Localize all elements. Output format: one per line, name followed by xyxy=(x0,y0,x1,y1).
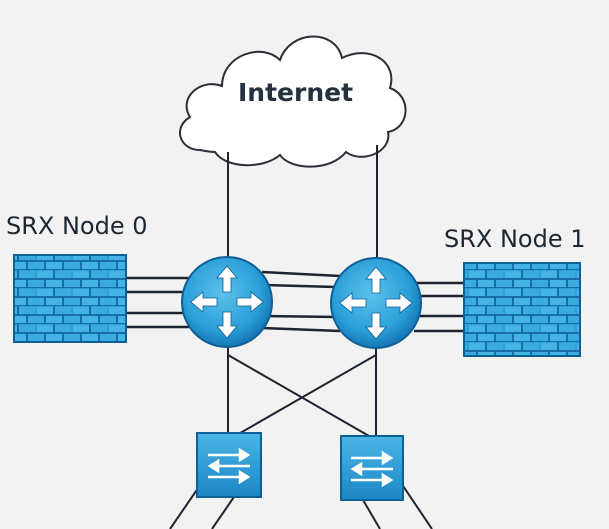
srx-node1-label: SRX Node 1 xyxy=(444,225,586,253)
switch-icon xyxy=(196,432,262,498)
firewall-icon xyxy=(13,254,127,343)
internet-label: Internet xyxy=(238,78,354,107)
inter-router-links xyxy=(261,270,341,333)
srx-node0-label: SRX Node 0 xyxy=(6,212,148,240)
cloud-icon xyxy=(179,35,407,168)
node1-links xyxy=(414,281,466,333)
router-icon xyxy=(330,257,422,349)
uplink-lines xyxy=(227,145,378,258)
router-icon xyxy=(181,256,273,348)
firewall-icon xyxy=(463,262,581,357)
switch-icon xyxy=(340,435,404,501)
node0-links xyxy=(125,276,190,329)
switch-links xyxy=(227,345,377,441)
